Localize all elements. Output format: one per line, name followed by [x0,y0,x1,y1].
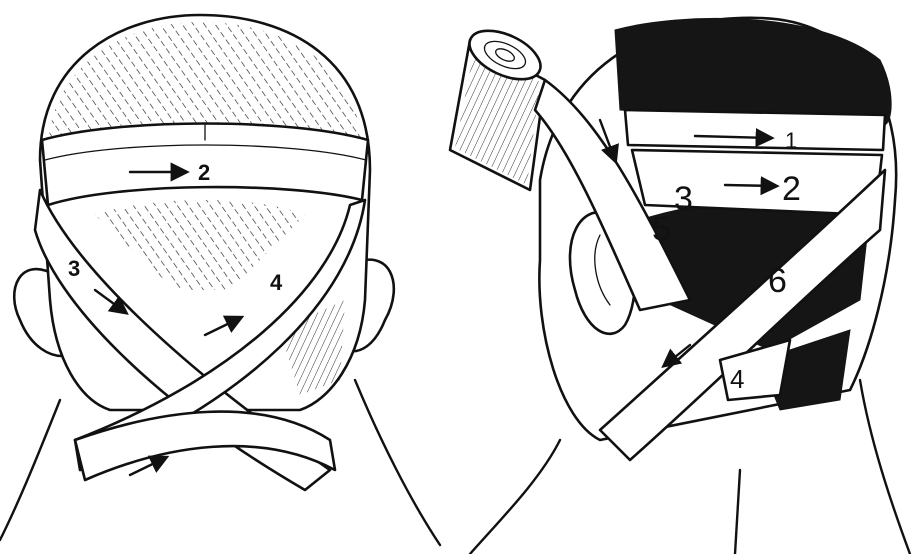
right-label-6: 6 [768,262,787,300]
bandage-roll [450,21,548,190]
left-label-2: 2 [198,160,210,185]
right-hair [615,18,891,125]
left-label-4: 4 [270,270,283,295]
left-label-3: 3 [68,256,80,281]
right-label-2: 2 [782,170,801,208]
right-neck-outline [470,440,560,554]
right-label-1: 1 [785,128,797,153]
left-neck-outline [0,400,60,540]
right-label-4: 4 [730,364,744,394]
right-label-3: 3 [674,180,693,218]
left-figure: 2 3 4 [0,15,440,545]
right-band-1 [625,110,885,150]
right-figure: 1 2 3 4 5 6 [450,18,910,554]
right-label-5: 5 [652,210,671,248]
right-band-2 [632,150,882,215]
